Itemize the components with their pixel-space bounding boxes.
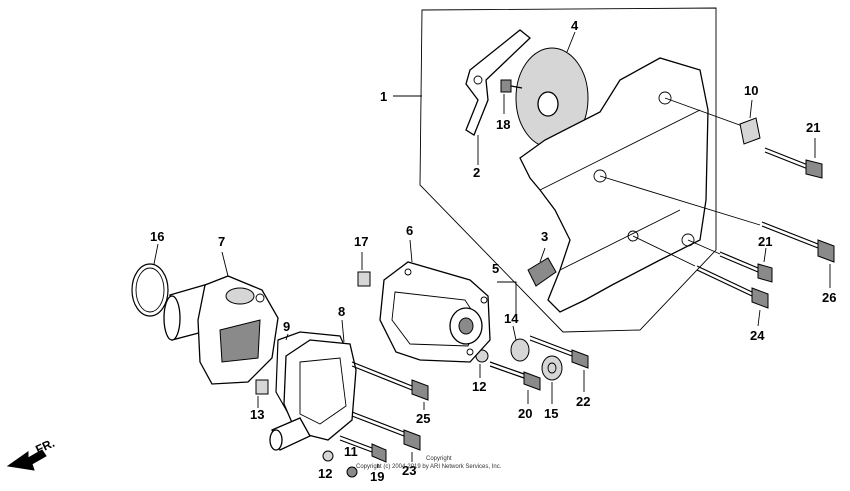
part-24-bolt <box>632 235 769 327</box>
part-26-bolt-long <box>599 175 835 288</box>
label-part-20: 20 <box>518 406 532 421</box>
label-part-12-bottom: 12 <box>318 466 332 481</box>
pump-cover-housing <box>519 57 749 313</box>
label-part-14: 14 <box>504 311 519 326</box>
part-20-bolt <box>489 361 541 404</box>
part-17-dowel <box>357 252 371 287</box>
label-part-18: 18 <box>496 117 510 132</box>
part-22-bolt <box>529 335 589 392</box>
part-13-dowel <box>255 379 269 408</box>
label-part-11: 11 <box>344 444 358 459</box>
part-3-clip <box>527 247 557 287</box>
part-21-bolt-upper <box>764 138 823 179</box>
part-2-bracket <box>465 29 531 165</box>
copyright-line-2: Copyright (c) 2004-2019 by ARI Network S… <box>356 464 502 470</box>
part-21-bolt-middle <box>687 239 773 283</box>
label-part-16: 16 <box>150 229 164 244</box>
label-part-9: 9 <box>283 319 290 334</box>
part-23-bolt <box>351 411 421 462</box>
label-part-4: 4 <box>571 18 579 33</box>
part-16-o-ring <box>131 243 169 317</box>
label-part-21-upper: 21 <box>806 120 820 135</box>
label-part-24: 24 <box>750 328 765 343</box>
label-part-19: 19 <box>370 469 384 484</box>
part-25-bolt <box>351 361 429 410</box>
part-6-pump-body <box>379 239 491 363</box>
label-part-10: 10 <box>744 83 758 98</box>
label-part-3: 3 <box>541 229 548 244</box>
part-7-housing <box>163 251 279 385</box>
label-part-7: 7 <box>218 234 225 249</box>
part-8-pump-cover <box>269 319 357 451</box>
part-14-collar <box>510 325 530 362</box>
label-part-21-middle: 21 <box>758 234 772 249</box>
part-15-collar <box>541 355 563 404</box>
label-part-5: 5 <box>492 261 499 276</box>
label-part-6: 6 <box>406 223 413 238</box>
label-part-2: 2 <box>473 165 480 180</box>
label-part-15: 15 <box>544 406 558 421</box>
front-direction-label: FR. <box>33 436 56 457</box>
part-5-group-bracket <box>497 281 517 318</box>
label-part-23: 23 <box>402 463 416 478</box>
label-part-17: 17 <box>354 234 368 249</box>
label-part-13: 13 <box>250 407 264 422</box>
part-12-washer-bottom <box>322 450 358 478</box>
part-18-bolt <box>500 79 523 114</box>
assembly-bracket-1 <box>393 7 717 333</box>
part-4-cover-disc <box>515 31 589 149</box>
label-part-8: 8 <box>338 304 345 319</box>
label-part-12-right: 12 <box>472 379 486 394</box>
front-direction-arrow-icon <box>6 449 47 471</box>
part-19-bolt <box>339 435 387 468</box>
label-part-1: 1 <box>380 89 387 104</box>
part-10-clamp <box>739 99 761 145</box>
label-part-26: 26 <box>822 290 836 305</box>
label-part-22: 22 <box>576 394 590 409</box>
copyright-line-1: Copyright <box>426 456 452 462</box>
label-part-25: 25 <box>416 411 430 426</box>
